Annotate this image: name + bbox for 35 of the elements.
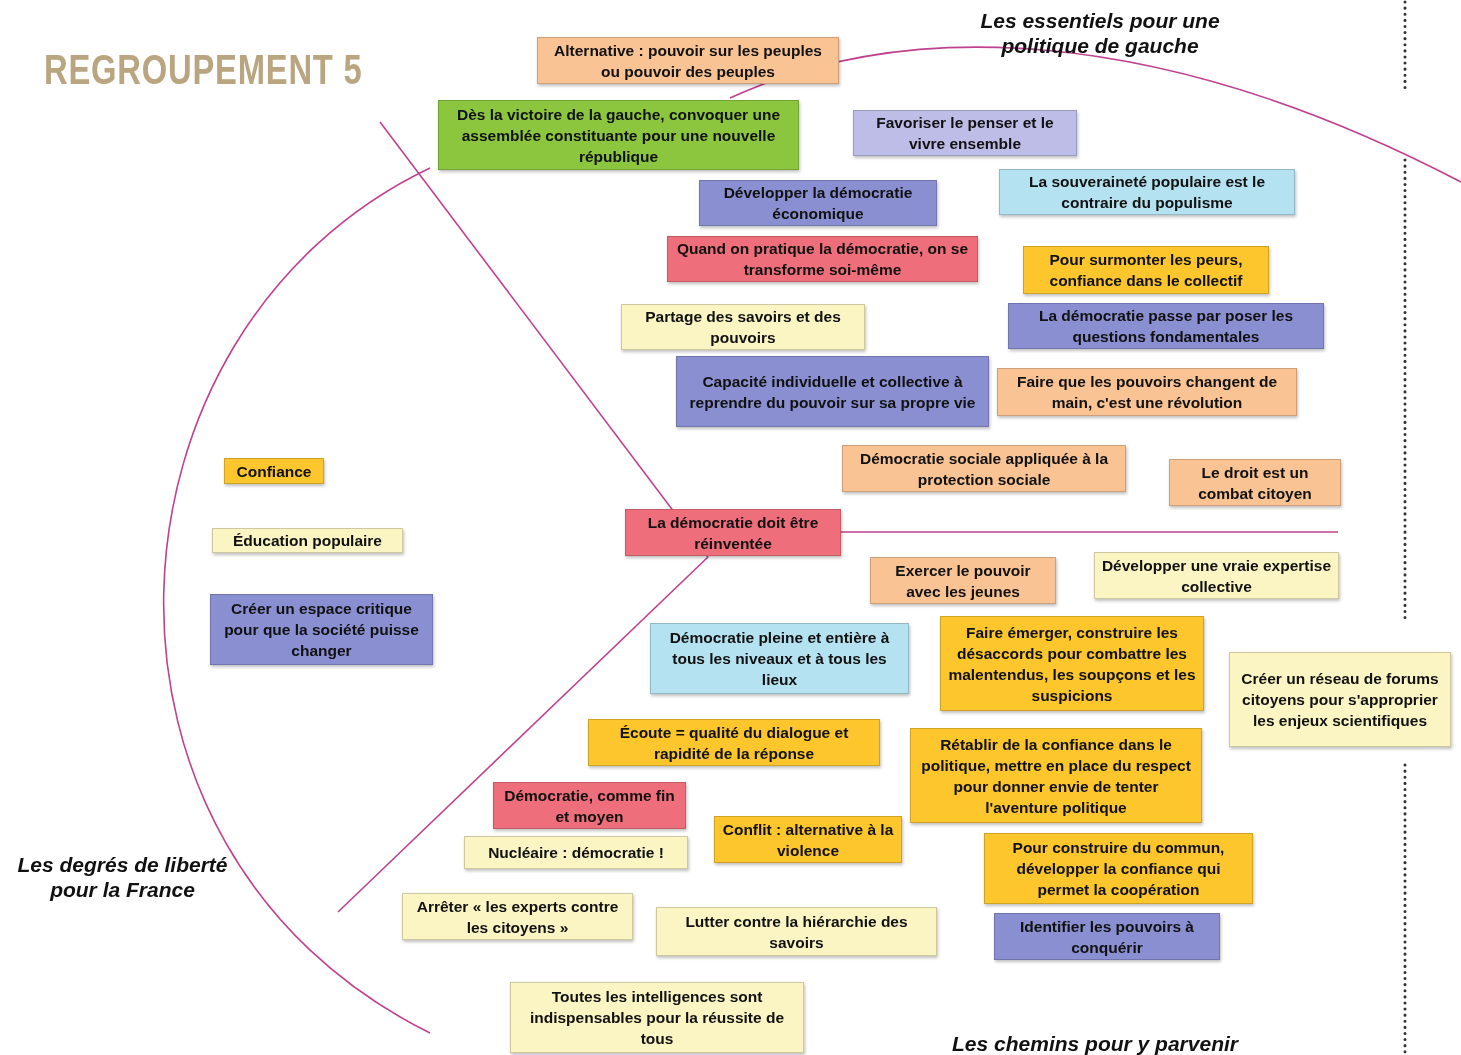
sticky-note: Éducation populaire [212,528,403,553]
sticky-note: Lutter contre la hiérarchie des savoirs [656,907,937,956]
sticky-note: La souveraineté populaire est le contraire du populisme [999,169,1295,215]
sticky-note: Arrêter « les experts contre les citoyens » [402,893,633,940]
sticky-note: Rétablir de la confiance dans le politique, mettre en place du respect pour donner envie de tenter l'aventure politique [910,728,1202,823]
sticky-note: Développer la démocratie économique [699,180,937,226]
sticky-note: Confiance [224,458,324,484]
sticky-note: Démocratie pleine et entière à tous les niveaux et à tous les lieux [650,623,909,694]
sticky-note: Identifier les pouvoirs à conquérir [994,913,1220,960]
sticky-note: Capacité individuelle et collective à reprendre du pouvoir sur sa propre vie [676,356,989,427]
sticky-note: Pour surmonter les peurs, confiance dans le collectif [1023,246,1269,294]
sticky-note: Démocratie, comme fin et moyen [493,782,686,829]
sticky-note: La démocratie passe par poser les questions fondamentales [1008,303,1324,349]
sticky-note: Dès la victoire de la gauche, convoquer une assemblée constituante pour une nouvelle république [438,100,799,170]
sticky-note: Favoriser le penser et le vivre ensemble [853,110,1077,156]
sticky-note: Conflit : alternative à la violence [714,816,902,863]
sticky-note: Quand on pratique la démocratie, on se transforme soi-même [667,236,978,282]
sticky-note: Alternative : pouvoir sur les peuples ou pouvoir des peuples [537,37,839,84]
sticky-note: Démocratie sociale appliquée à la protection sociale [842,445,1126,492]
sticky-note: La démocratie doit être réinventée [625,509,841,556]
sticky-note: Partage des savoirs et des pouvoirs [621,304,865,350]
sticky-note: Créer un espace critique pour que la société puisse changer [210,594,433,665]
sticky-note: Créer un réseau de forums citoyens pour s'approprier les enjeux scientifiques [1229,652,1451,747]
sticky-note: Développer une vraie expertise collective [1094,552,1339,599]
sticky-note: Le droit est un combat citoyen [1169,459,1341,506]
sticky-note: Nucléaire : démocratie ! [464,836,688,869]
sticky-note: Écoute = qualité du dialogue et rapidité de la réponse [588,719,880,766]
sticky-note: Pour construire du commun, développer la confiance qui permet la coopération [984,833,1253,904]
sticky-note: Exercer le pouvoir avec les jeunes [870,557,1056,604]
section-heading: Les degrés de liberté pour la France [16,852,229,902]
section-heading: Les chemins pour y parvenir [951,1031,1240,1055]
sticky-note: Faire que les pouvoirs changent de main, c'est une révolution [997,368,1297,416]
sticky-note: Faire émerger, construire les désaccords pour combattre les malentendus, les soupçons et les suspicions [940,616,1204,711]
page-title: REGROUPEMENT 5 [44,46,363,94]
sticky-note: Toutes les intelligences sont indispensables pour la réussite de tous [510,982,804,1053]
